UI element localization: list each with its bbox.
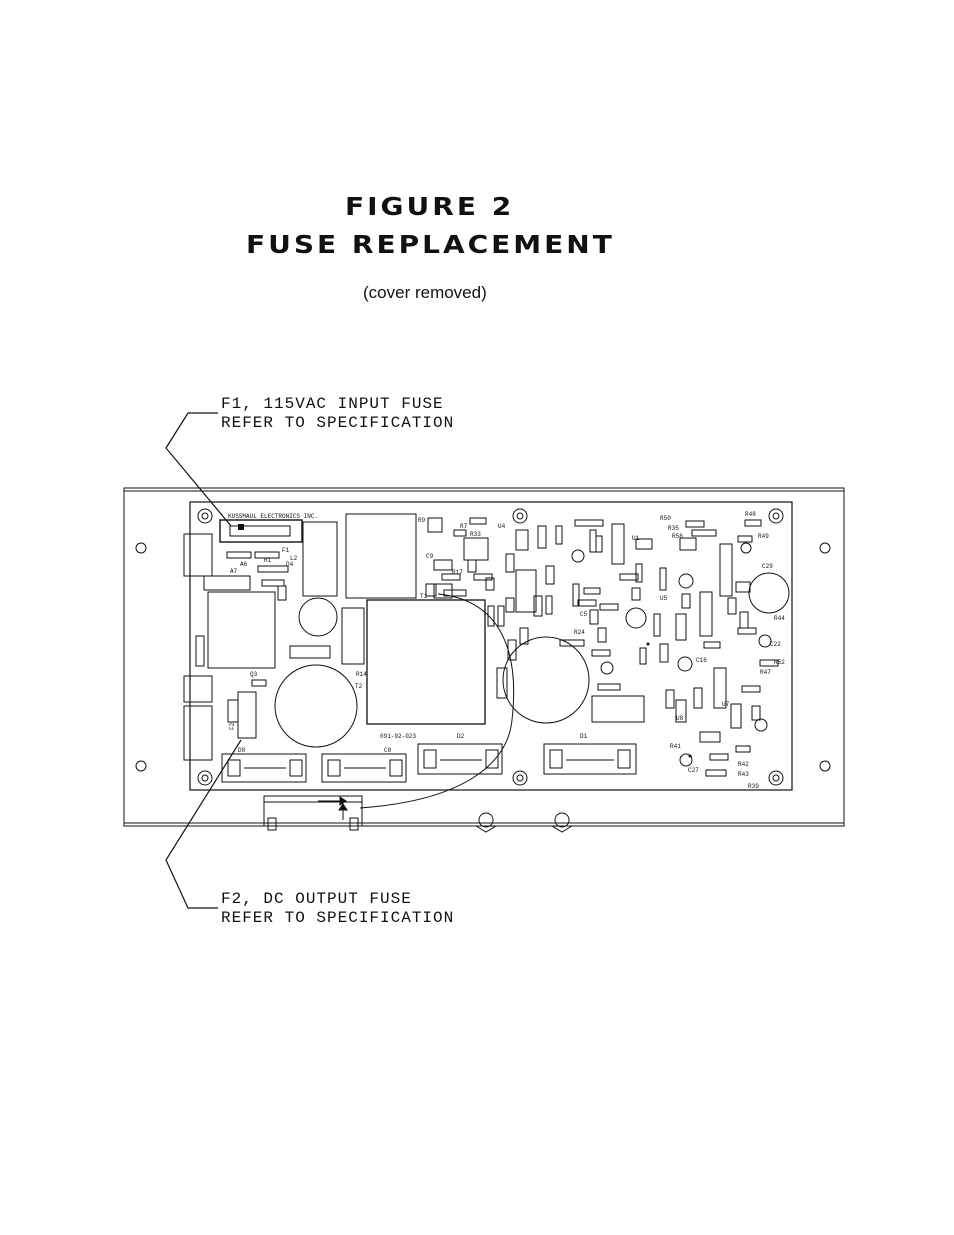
f2-leader-line — [165, 739, 242, 909]
label-d1: D1 — [580, 733, 588, 740]
label-c29: C29 — [762, 563, 773, 570]
label-r9: R9 — [418, 517, 426, 524]
bottom-terminal-clips — [475, 812, 573, 833]
label-r35: R35 — [668, 525, 679, 532]
label-d8: D8 — [238, 747, 246, 754]
label-u8: U8 — [676, 715, 684, 722]
label-q3: Q3 — [250, 671, 258, 678]
f1-leader-line — [165, 412, 232, 527]
label-c16: C16 — [696, 657, 707, 664]
label-u7: U7 — [722, 701, 730, 708]
label-c9: C9 — [426, 553, 434, 560]
figure-title: FUSE REPLACEMENT — [246, 229, 615, 260]
f1-callout: F1, 115VAC INPUT FUSE REFER TO SPECIFICA… — [221, 395, 454, 433]
wire-harness — [359, 593, 515, 809]
label-t2: T2 — [355, 683, 363, 690]
label-c22: C22 — [770, 641, 781, 648]
label-r17: R17 — [452, 569, 463, 576]
component-block — [207, 591, 276, 669]
label-u1: U1 — [632, 535, 640, 542]
pcb-standoffs — [197, 508, 784, 786]
connector-j3 — [183, 705, 213, 761]
f2-fuse — [227, 699, 239, 723]
label-f2: F2 — [229, 722, 236, 730]
label-r44: R44 — [774, 615, 785, 622]
label-a6: A6 — [240, 561, 248, 568]
label-r7: R7 — [460, 523, 468, 530]
label-a7: A7 — [230, 568, 238, 575]
label-c27: C27 — [688, 767, 699, 774]
bottom-fuse-module — [263, 795, 363, 831]
label-f1: F1 — [282, 547, 290, 554]
label-r58: R58 — [672, 533, 683, 540]
label-r49: R49 — [758, 533, 769, 540]
chassis-outline — [123, 487, 845, 827]
transformer-t2 — [366, 599, 486, 725]
label-r48: R48 — [745, 511, 756, 518]
label-r14: R14 — [356, 671, 367, 678]
f2-callout-line2: REFER TO SPECIFICATION — [221, 909, 455, 927]
capacitor-c29 — [748, 572, 790, 614]
label-r39: R39 — [748, 783, 759, 790]
f2-callout: F2, DC OUTPUT FUSE REFER TO SPECIFICATIO… — [221, 890, 454, 928]
label-c8: C8 — [384, 747, 392, 754]
f2-fuse-clip — [237, 691, 257, 739]
pcb-outline — [189, 501, 793, 791]
pcb-manufacturer-label: KUSSMAUL ELECTRONICS INC. — [228, 513, 318, 520]
label-t1: T1 — [420, 593, 428, 600]
label-r42: R42 — [738, 761, 749, 768]
connector-j1 — [183, 533, 213, 577]
label-u4: U4 — [498, 523, 506, 530]
label-d4: D4 — [286, 561, 294, 568]
label-r1: R1 — [264, 557, 272, 564]
connector-j2 — [183, 675, 213, 703]
label-r43: R43 — [738, 771, 749, 778]
label-r52: R52 — [774, 659, 785, 666]
label-c5: C5 — [580, 611, 588, 618]
small-components — [195, 517, 779, 777]
transformer-t1 — [345, 513, 417, 599]
heatsink-clips — [221, 743, 637, 783]
label-r33: R33 — [470, 531, 481, 538]
label-u5: U5 — [660, 595, 668, 602]
chassis-mount-holes — [135, 542, 831, 772]
f1-callout-line1: F1, 115VAC INPUT FUSE — [221, 395, 444, 413]
f1-fuse-holder — [219, 519, 303, 543]
figure-subtitle: (cover removed) — [363, 283, 487, 302]
label-r24: R24 — [574, 629, 585, 636]
f2-callout-line1: F2, DC OUTPUT FUSE — [221, 890, 412, 908]
label-l2: L2 — [290, 555, 298, 562]
pcb-part-number: 091-92-023 — [380, 733, 416, 740]
label-r50: R50 — [660, 515, 671, 522]
label-d2: D2 — [457, 733, 465, 740]
inductor-l2 — [302, 521, 338, 597]
label-r47: R47 — [760, 669, 771, 676]
capacitor-large-left — [274, 664, 358, 748]
label-r41: R41 — [670, 743, 681, 750]
figure-number: FIGURE 2 — [345, 191, 515, 222]
capacitor-medium — [298, 597, 338, 637]
f1-callout-line2: REFER TO SPECIFICATION — [221, 414, 455, 432]
capacitor-large-right — [502, 636, 590, 724]
